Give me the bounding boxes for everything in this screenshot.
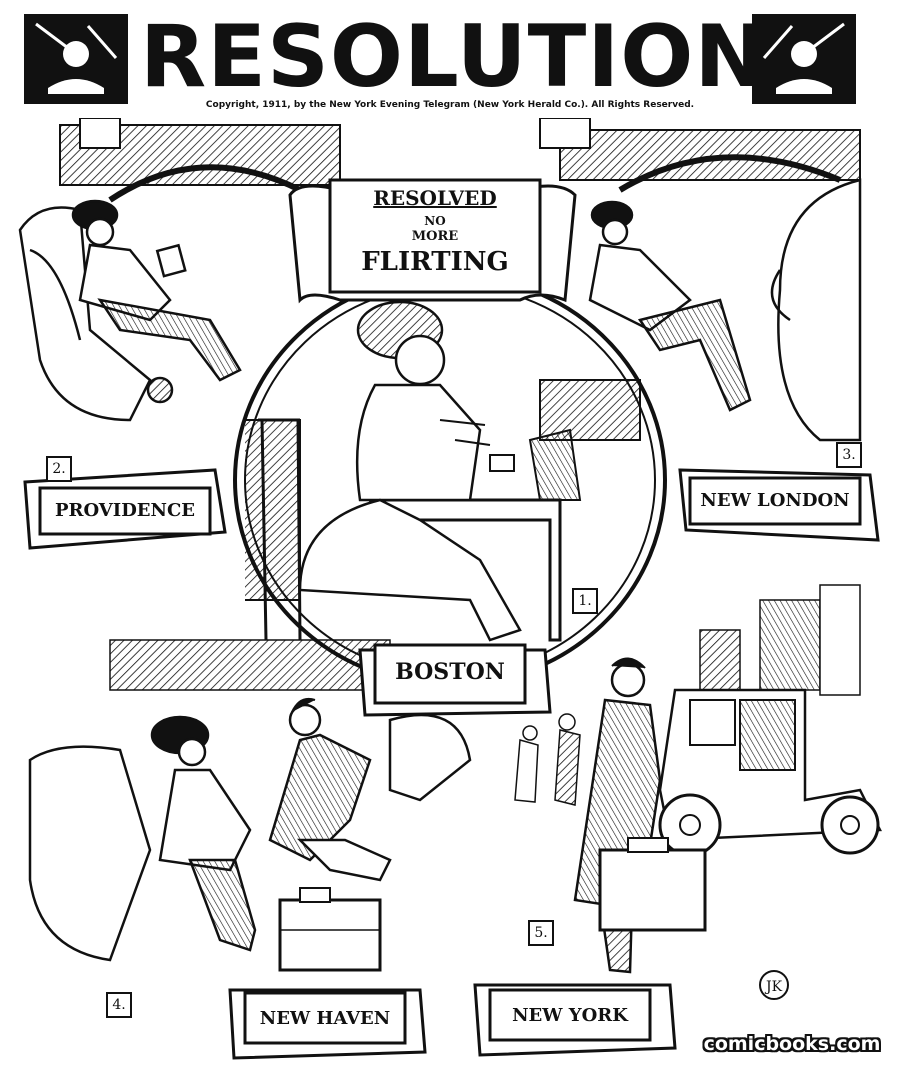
panel-1-medallion xyxy=(233,273,667,687)
page-title: RESOLUTIONS xyxy=(140,7,831,107)
comic-illustration: JK xyxy=(18,118,882,1060)
banner-no: NO xyxy=(424,214,446,228)
panel-number-5: 5. xyxy=(528,920,554,946)
panel-number-3: 3. xyxy=(836,442,862,468)
panel-number-2: 2. xyxy=(46,456,72,482)
panel-number-1: 1. xyxy=(572,588,598,614)
panel-2-woman-reading xyxy=(18,199,242,422)
panel-number-4: 4. xyxy=(106,992,132,1018)
panel-5-new-york-scene xyxy=(514,584,882,974)
banner-more: MORE xyxy=(411,229,459,244)
location-label-boston: BOSTON xyxy=(395,659,505,685)
copyright-line: Copyright, 1911, by the New York Evening… xyxy=(205,100,695,110)
artist-monogram-icon xyxy=(759,970,789,1000)
banner-flirting: FLIRTING xyxy=(361,247,509,277)
banner-resolved: RESOLVED xyxy=(373,186,497,210)
location-label-new-york: NEW YORK xyxy=(512,1005,628,1026)
panel-3-woman-and-man xyxy=(588,178,862,442)
svg-text:JK: JK xyxy=(764,979,783,995)
panel-4-new-haven-scene xyxy=(28,639,472,972)
train-interior-top xyxy=(59,118,861,203)
left-corner-ornament-icon xyxy=(24,14,128,104)
scroll-banners xyxy=(23,178,880,1060)
title-bar: RESOLUTIONS Copyright, 1911, by the New … xyxy=(0,0,900,118)
location-label-new-london: NEW LONDON xyxy=(700,490,850,511)
right-corner-ornament-icon xyxy=(752,14,856,104)
location-label-new-haven: NEW HAVEN xyxy=(259,1008,391,1029)
location-label-providence: PROVIDENCE xyxy=(54,500,196,521)
watermark: comicbooks.com xyxy=(703,1033,881,1055)
